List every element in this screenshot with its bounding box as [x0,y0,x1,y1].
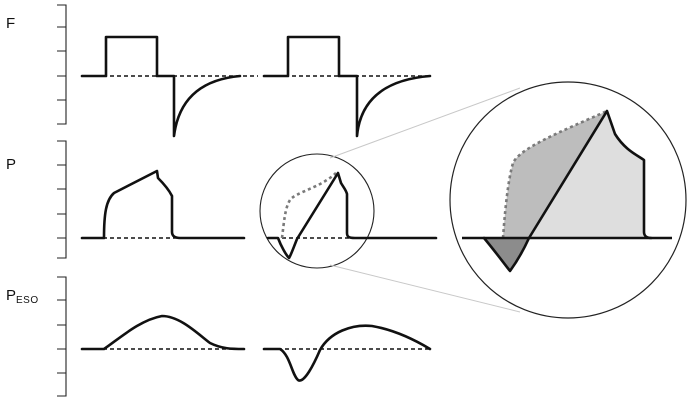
eso-trace-left [80,314,246,351]
label-esophageal-pressure: PESO [6,287,39,306]
label-flow: F [6,15,16,32]
flow-trace-left [80,35,258,138]
flow-trace-right [262,35,432,138]
pressure-trace-right [266,171,438,260]
pressure-trace-left [80,169,246,240]
zoom-source-circle [259,153,438,269]
zoom-detail-circle [449,81,687,319]
eso-axis [57,276,67,397]
zoom-connector-lines [329,87,521,313]
shade-dark-region [484,238,529,271]
pressure-trace-dotted-large [501,109,608,239]
label-pressure: P [6,156,17,173]
pressure-trace-dotted-small [280,172,337,239]
eso-trace-right [262,324,432,382]
pressure-axis [57,140,67,259]
flow-axis [57,4,67,125]
pressure-trace-large [482,109,653,273]
shade-mid-region [503,111,607,238]
